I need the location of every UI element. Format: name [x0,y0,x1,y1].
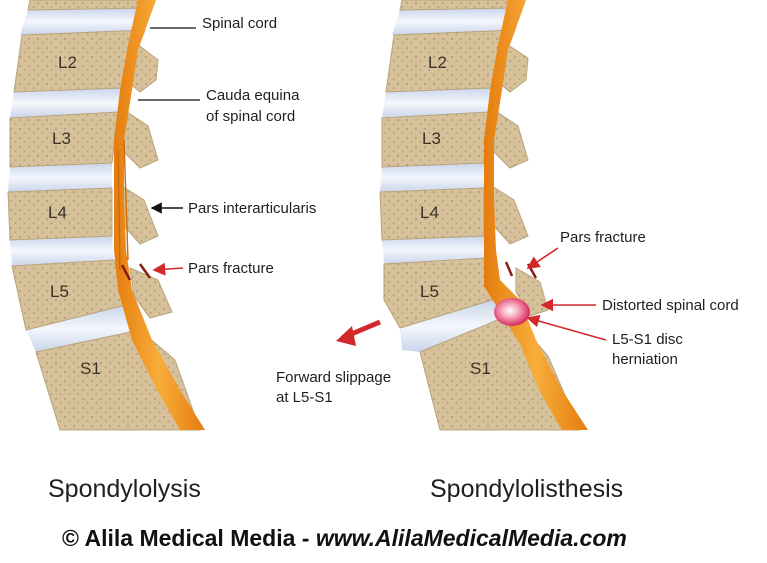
vertebra-label: L3 [422,129,441,148]
posterior-l3-right [494,110,528,168]
vertebra-label: S1 [80,359,101,378]
vertebra-label: L3 [52,129,71,148]
vertebra-l1-partial-right [400,0,520,10]
vertebra-label: L5 [50,282,69,301]
label-forward-slippage-line1: Forward slippage [276,369,391,386]
disc-herniation [494,298,530,326]
label-pars-fracture-right: Pars fracture [560,229,646,246]
label-distorted-cord: Distorted spinal cord [602,297,739,314]
disc-l3-l4 [8,163,112,192]
arrow-pars-fracture-right [528,248,558,268]
vertebra-label: L5 [420,282,439,301]
arrow-disc-herniation [528,318,606,340]
vertebra-label: S1 [470,359,491,378]
label-cauda-equina-line2: of spinal cord [206,108,295,125]
vertebra-l1-partial [28,0,150,10]
credit-line: © Alila Medical Media - www.AlilaMedical… [62,525,627,551]
label-cauda-equina-line1: Cauda equina [206,87,300,104]
left-spine [8,0,205,430]
posterior-l4-right [492,186,528,244]
label-disc-herniation-line1: L5-S1 disc [612,331,683,348]
credit-text: © Alila Medical Media - [62,525,316,551]
caption-spondylolysis: Spondylolysis [48,475,201,503]
label-pars-fracture-left: Pars fracture [188,260,274,277]
label-forward-slippage-line2: at L5-S1 [276,389,333,406]
arrow-pars-fracture-left [154,268,183,270]
label-disc-herniation-line2: herniation [612,351,678,368]
disc-l3-l4-right [380,163,484,192]
caption-spondylolisthesis: Spondylolisthesis [430,475,623,503]
vertebra-label: L2 [428,53,447,72]
vertebra-label: L4 [420,203,439,222]
label-spinal-cord: Spinal cord [202,15,277,32]
posterior-l3 [124,110,158,168]
label-pars-interarticularis: Pars interarticularis [188,200,316,217]
vertebra-label: L2 [58,53,77,72]
credit-url: www.AlilaMedicalMedia.com [316,525,627,551]
vertebra-label: L4 [48,203,67,222]
forward-slippage-arrow-head [336,326,356,346]
